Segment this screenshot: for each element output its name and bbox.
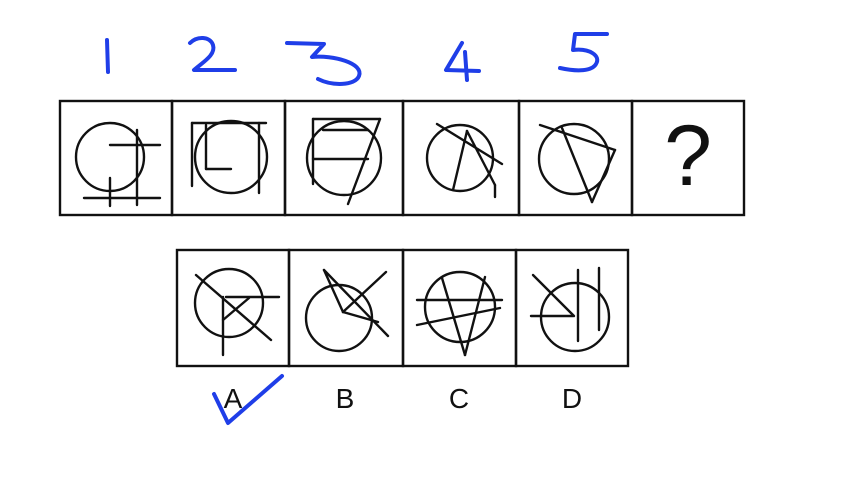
sequence-row <box>58 99 746 217</box>
option-d-shape <box>529 266 611 353</box>
figure-3-shape <box>305 117 383 206</box>
option-a-shape <box>193 267 281 357</box>
question-panel <box>630 99 746 217</box>
option-a-label[interactable]: A <box>224 383 243 414</box>
option-b-shape <box>304 268 390 353</box>
option-c-shape <box>415 270 504 357</box>
question-mark: ? <box>664 108 712 204</box>
sequence-number-4 <box>444 41 481 82</box>
option-d-label[interactable]: D <box>562 383 582 414</box>
answer-checkmark-icon <box>212 374 284 425</box>
sequence-number-5 <box>558 32 609 73</box>
figure-4-shape <box>425 122 504 199</box>
option-b-label[interactable]: B <box>336 383 355 414</box>
figure-1-shape <box>74 121 162 208</box>
option-d-box[interactable] <box>514 248 630 368</box>
sequence-number-1 <box>105 38 110 74</box>
figure-5 <box>517 99 634 217</box>
figure-2-shape <box>190 119 269 195</box>
sequence-number-3 <box>285 41 362 86</box>
sequence-number-2 <box>188 36 237 72</box>
figure-5-shape <box>537 122 617 204</box>
options-row <box>175 248 630 368</box>
option-c-label[interactable]: C <box>449 383 469 414</box>
